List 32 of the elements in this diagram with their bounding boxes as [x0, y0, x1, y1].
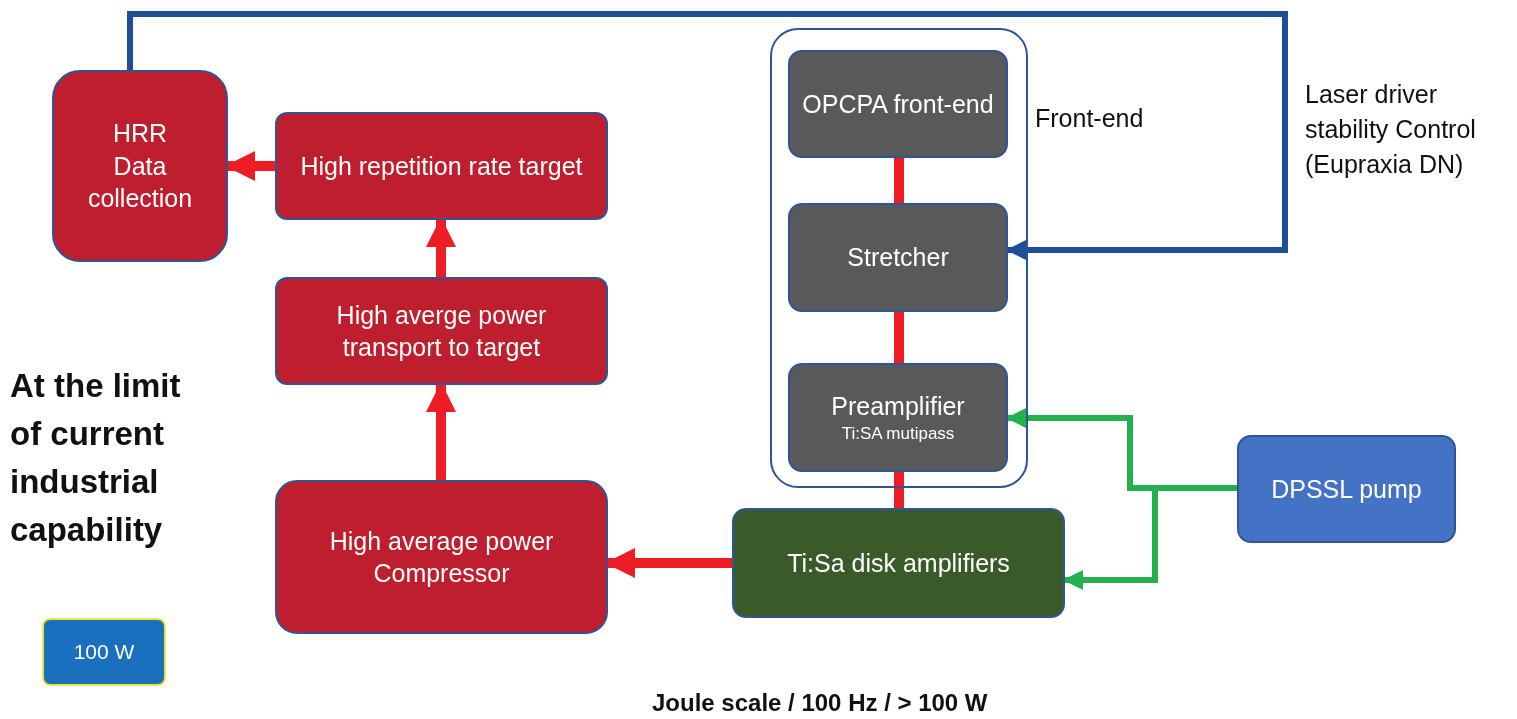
process-box — [788, 363, 1008, 472]
node-label: 100 W — [73, 639, 135, 666]
node-label: Stretcher — [847, 242, 949, 274]
node-label: High average power Compressor — [328, 525, 555, 589]
node-label: DPSSL pump — [1271, 473, 1422, 505]
process-box — [275, 277, 608, 385]
arrow — [127, 11, 1288, 260]
node-label: Preamplifier — [831, 391, 965, 423]
footer-note: Joule scale / 100 Hz / > 100 W — [652, 688, 989, 718]
arrow — [426, 382, 456, 480]
process-box — [1237, 435, 1456, 543]
node-label: High averge power transport to target — [335, 299, 548, 363]
legend-badge — [42, 618, 166, 686]
connector-line — [894, 312, 904, 363]
process-box — [788, 50, 1008, 158]
process-box — [275, 480, 608, 634]
group-outline — [770, 28, 1028, 488]
node-sublabel: Ti:SA mutipass — [841, 422, 955, 445]
process-box — [732, 508, 1065, 618]
process-box — [275, 112, 608, 220]
connector-line — [894, 158, 904, 203]
node-label: High repetition rate target — [300, 150, 583, 182]
process-box — [788, 203, 1008, 312]
process-box — [52, 70, 228, 262]
arrow — [426, 217, 456, 277]
node-label: Ti:Sa disk amplifiers — [787, 547, 1010, 579]
node-label: OPCPA front-end — [802, 88, 994, 120]
arrow — [1063, 485, 1237, 590]
node-label: HRR Data collection — [86, 118, 194, 215]
connector-line — [894, 472, 904, 508]
group-label: Front-end — [1035, 104, 1144, 133]
heading-note: At the limit of current industrial capability — [10, 366, 182, 550]
